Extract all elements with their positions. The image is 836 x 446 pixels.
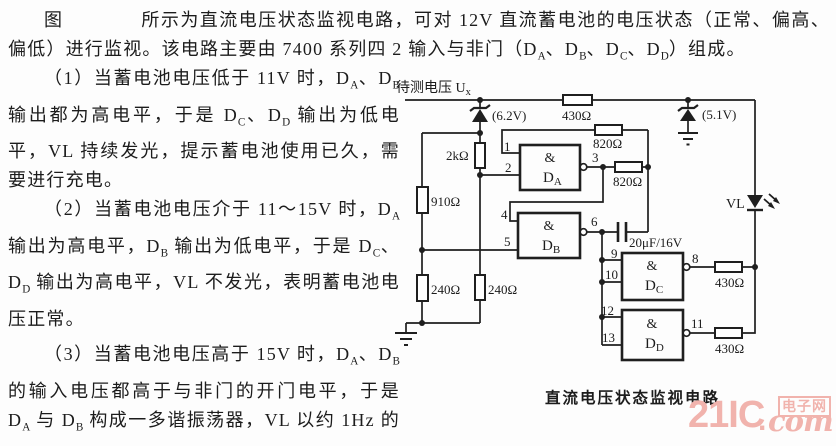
paragraph-2: （2）当蓄电池电压介于 11～15V 时，DA 输出为高电平，DB 输出为低电平… — [8, 199, 400, 329]
junction-dot — [599, 257, 605, 263]
wire-feedback-pin1 — [501, 129, 649, 232]
ground-symbol-right — [678, 132, 698, 146]
pin-label-8: 8 — [692, 251, 699, 266]
watermark-boxed-text: 电子网 — [778, 396, 831, 417]
resistor-label-820-top: 820Ω — [593, 136, 622, 151]
resistor-label-910: 910Ω — [431, 194, 460, 209]
junction-dot — [600, 164, 606, 170]
resistor-240-right — [474, 274, 486, 301]
pin-label-5: 5 — [504, 234, 511, 249]
junction-dot — [752, 264, 758, 270]
bubble-dc — [682, 262, 691, 272]
resistor-820-bottom — [614, 161, 643, 173]
nand-gate-db — [516, 211, 582, 260]
paragraph-3: （3）当蓄电池电压高于 15V 时，DA、DB 的输入电压都高于与非门的开门电平… — [8, 343, 400, 434]
resistor-label-430-dc: 430Ω — [715, 275, 744, 290]
resistor-820-top — [594, 124, 623, 136]
zener-5v1 — [677, 104, 699, 146]
led-arrowhead — [773, 197, 780, 204]
pin-label-6: 6 — [591, 214, 598, 229]
resistor-label-430-top: 430Ω — [562, 108, 591, 123]
led-label: VL — [726, 197, 745, 212]
zener-left-label: (6.2V) — [492, 108, 526, 123]
led-triangle — [747, 195, 763, 208]
zener-right-label: (5.1V) — [702, 107, 736, 122]
gate-da-name: DA — [543, 170, 562, 188]
circuit-diagram: 待测电压 Ux (6.2V) (5.1V) 430Ω 2kΩ 910Ω 240Ω… — [395, 80, 780, 362]
nand-gate-dc — [620, 251, 685, 302]
junction-dot — [477, 130, 483, 136]
gate-dd-name: DD — [645, 336, 664, 354]
wire-right-rail-lower — [742, 211, 756, 334]
pin-label-11: 11 — [691, 316, 704, 331]
resistor-label-2k: 2kΩ — [446, 148, 469, 163]
watermark-dot: . — [758, 404, 767, 437]
pin-label-9: 9 — [611, 246, 618, 261]
wire-da-to-db — [509, 167, 604, 222]
led-arrowhead — [768, 202, 775, 209]
resistor-2k — [474, 142, 486, 169]
led-vl — [747, 193, 780, 212]
gate-dc-name: DC — [645, 278, 663, 296]
zener-6v2 — [469, 104, 491, 122]
pin-label-12: 12 — [601, 303, 614, 318]
zener-triangle — [680, 109, 696, 121]
junction-dots — [419, 97, 758, 326]
zener-bar — [677, 104, 699, 112]
capacitor-label: 20μF/16V — [629, 235, 683, 250]
body-text-column: （1）当蓄电池电压低于 11V 时，DA、DB 输出都为高电平，于是 DC、DD… — [8, 64, 400, 446]
pin-label-3: 3 — [592, 150, 599, 165]
figure-caption: 直流电压状态监视电路 — [545, 390, 721, 407]
resistors — [416, 94, 743, 339]
junction-dot — [419, 247, 425, 253]
watermark-number: 21IC — [688, 394, 765, 436]
bubble-db — [579, 227, 588, 237]
pin-label-13: 13 — [602, 330, 615, 345]
junction-dot — [599, 314, 605, 320]
resistor-910 — [416, 186, 429, 214]
gate-db-amp: & — [544, 219, 555, 234]
junction-dot — [599, 229, 605, 235]
pin-label-1: 1 — [504, 139, 511, 154]
resistor-430-dd — [714, 327, 743, 339]
output-bubbles — [579, 162, 691, 338]
resistor-430-top — [562, 94, 593, 106]
intro-paragraph: 图 所示为直流电压状态监视电路，可对 12V 直流蓄电池的电压状态（正常、偏高、… — [8, 10, 830, 63]
bubble-dd — [682, 328, 691, 338]
resistor-label-820-bottom: 820Ω — [613, 174, 642, 189]
resistor-430-dc — [714, 261, 743, 273]
wires — [405, 99, 756, 346]
wire-db-to-dc-dd — [601, 232, 622, 346]
watermark-21ic: 21IC . com 电子网 — [688, 394, 834, 444]
junction-dot — [477, 97, 483, 103]
gate-db-name: DB — [542, 238, 560, 256]
pin-label-4: 4 — [501, 207, 508, 222]
gate-da-amp: & — [545, 151, 556, 166]
pin-label-2: 2 — [505, 160, 512, 175]
junction-dot — [419, 320, 425, 326]
zener-bar — [469, 104, 491, 112]
gate-dc-amp: & — [647, 259, 658, 274]
gate-dd-amp: & — [647, 317, 658, 332]
capacitor-symbol — [616, 222, 628, 242]
resistor-label-240-right: 240Ω — [488, 282, 517, 297]
zener-triangle — [472, 109, 488, 122]
junction-dot — [645, 164, 651, 170]
input-voltage-label: 待测电压 Ux — [396, 80, 472, 98]
ground-symbol-left — [395, 332, 417, 346]
resistor-240-left — [416, 274, 429, 302]
junction-dot — [599, 279, 605, 285]
resistor-label-430-dd: 430Ω — [715, 341, 744, 356]
pin-label-10: 10 — [605, 267, 618, 282]
paragraph-1: （1）当蓄电池电压低于 11V 时，DA、DB 输出都为高电平，于是 DC、DD… — [8, 68, 401, 191]
resistor-label-240-left: 240Ω — [431, 282, 460, 297]
junction-dot — [685, 97, 691, 103]
junction-dot — [477, 172, 483, 178]
bubble-da — [579, 162, 588, 172]
wire-ground-line — [405, 322, 480, 333]
